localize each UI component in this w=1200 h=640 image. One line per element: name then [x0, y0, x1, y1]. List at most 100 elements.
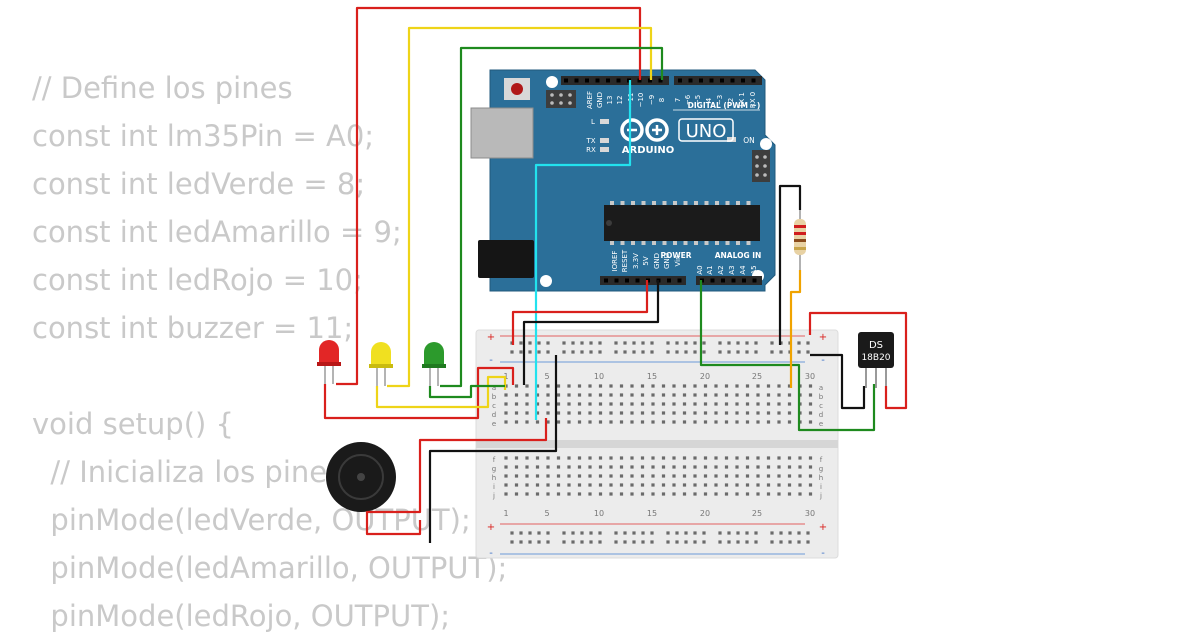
led-yellow[interactable] [369, 342, 393, 386]
led-tx-label: TX [585, 137, 595, 145]
breadboard-holes [504, 341, 813, 544]
piezo-buzzer[interactable] [326, 442, 396, 512]
led-l-label: L [591, 118, 595, 126]
wire-yellow-led[interactable] [375, 375, 507, 409]
bb-col-15-bottom: 15 [647, 509, 657, 518]
bb-row-f-right: f [820, 456, 823, 464]
bb-plus-bottom-right: + [819, 522, 827, 533]
atmega-chip [604, 201, 760, 245]
led-rx-indicator [600, 147, 609, 152]
bb-row-a-right: a [819, 384, 823, 392]
pin-label-7: 7 [674, 98, 682, 102]
mounting-hole [540, 275, 552, 287]
wire-red-sensor[interactable] [808, 311, 908, 410]
arduino-logo-icon [620, 118, 669, 142]
pin-label-gnd: GND [596, 92, 604, 108]
bottom-header-holes [604, 278, 757, 283]
bb-row-b-left: b [492, 393, 497, 401]
code-line: // Inicializa los pines [32, 455, 343, 489]
wire-black-sensor[interactable] [810, 353, 866, 410]
bb-col-25-bottom: 25 [752, 509, 762, 518]
bb-row-e-right: e [819, 420, 823, 428]
bb-row-a-left: a [492, 384, 496, 392]
wire-black-gnd[interactable] [522, 280, 660, 385]
wire-red-pin10[interactable] [336, 6, 642, 386]
pin-label-ioref: IOREF [611, 251, 619, 272]
led-on-label: ON [743, 136, 755, 145]
led-red[interactable] [317, 340, 341, 384]
bb-row-e-left: e [492, 420, 496, 428]
bb-col-30-top: 30 [805, 372, 815, 381]
arduino-brand-label: ARDUINO [622, 145, 674, 156]
bb-row-g-right: g [819, 465, 823, 473]
code-line: const int buzzer = 11; [32, 311, 354, 345]
bb-row-c-left: c [492, 402, 496, 410]
code-line: const int ledVerde = 8; [32, 167, 366, 201]
bb-minus-bottom-left: - [489, 548, 493, 559]
bb-row-d-right: d [819, 411, 823, 419]
mounting-hole [546, 76, 558, 88]
bb-plus-top-left: + [487, 332, 495, 343]
sensor-label-line2: 18B20 [861, 353, 890, 363]
digital-header-holes [564, 78, 756, 83]
icsp-header-top [546, 90, 576, 108]
bb-row-g-left: g [492, 465, 496, 473]
pin-label-9: ~9 [648, 95, 656, 105]
icsp-header-right [752, 150, 770, 182]
power-section-label: POWER [660, 251, 691, 260]
pin-label-2: 2 [727, 98, 735, 102]
pin-label-5: ~5 [694, 95, 702, 105]
analog-header [696, 276, 762, 285]
pin-label-a0: A0 [696, 265, 704, 274]
uno-badge [678, 118, 734, 142]
wire-red-buzzer[interactable] [365, 418, 548, 536]
bb-row-h-left: h [492, 474, 496, 482]
wire-black-gnd-right[interactable] [778, 184, 802, 345]
ds18b20-sensor[interactable]: DS 18B20 [858, 332, 894, 388]
bb-row-i-left: i [493, 483, 495, 491]
code-line: const int ledAmarillo = 9; [32, 215, 402, 249]
reset-button-cap[interactable] [511, 83, 523, 95]
wire-red-led[interactable] [323, 366, 515, 420]
wire-green-pin8[interactable] [440, 46, 664, 388]
bb-col-5-bottom: 5 [544, 509, 549, 518]
bb-row-h-right: h [819, 474, 823, 482]
arduino-uno-board[interactable]: AREF GND 13 12 ~11 ~10 ~9 8 7 ~6 ~5 4 ~3… [470, 69, 776, 292]
wire-green-led[interactable] [428, 384, 505, 399]
led-rx-label: RX [586, 146, 596, 154]
bb-col-20-top: 20 [700, 372, 710, 381]
pin-label-vin: Vin [674, 255, 682, 266]
bb-col-10-bottom: 10 [594, 509, 604, 518]
code-line: const int ledRojo = 10; [32, 263, 363, 297]
wire-green-a0[interactable] [699, 280, 876, 432]
pin-label-10: ~10 [637, 93, 645, 108]
wire-black-buzzer[interactable] [428, 355, 558, 543]
pin-label-4: 4 [705, 97, 713, 102]
led-green[interactable] [422, 342, 446, 386]
bb-minus-top-right: - [821, 355, 825, 366]
wire-orange-resistor[interactable] [789, 270, 802, 388]
wire-red-5v[interactable] [511, 280, 649, 345]
bb-plus-top-right: + [819, 332, 827, 343]
pin-label-a2: A2 [717, 265, 725, 274]
pin-label-12: 12 [616, 96, 624, 105]
analog-in-label: ANALOG IN [715, 251, 762, 260]
pin-label-gnd-2: GND [663, 253, 671, 269]
wire-cyan-pin11[interactable] [534, 80, 632, 420]
digital-header-left [561, 76, 669, 85]
code-line: const int lm35Pin = A0; [32, 119, 375, 153]
power-header [600, 276, 686, 285]
analog-pin-labels: A0 A1 A2 A3 A4 A5 [696, 265, 758, 275]
wire-yellow-pin9[interactable] [387, 26, 653, 388]
pin-label-13: 13 [606, 96, 614, 105]
pin-label-tx1: TX 1 [738, 92, 746, 109]
led-tx-indicator [600, 138, 609, 143]
bb-row-c-right: c [819, 402, 823, 410]
breadboard-row-letters: a b c d e a b c d e f g h i j f g h i j [492, 384, 824, 500]
bb-col-10-top: 10 [594, 372, 604, 381]
bb-minus-bottom-right: - [821, 548, 825, 559]
bb-row-b-right: b [819, 393, 824, 401]
resistor[interactable] [794, 210, 806, 270]
